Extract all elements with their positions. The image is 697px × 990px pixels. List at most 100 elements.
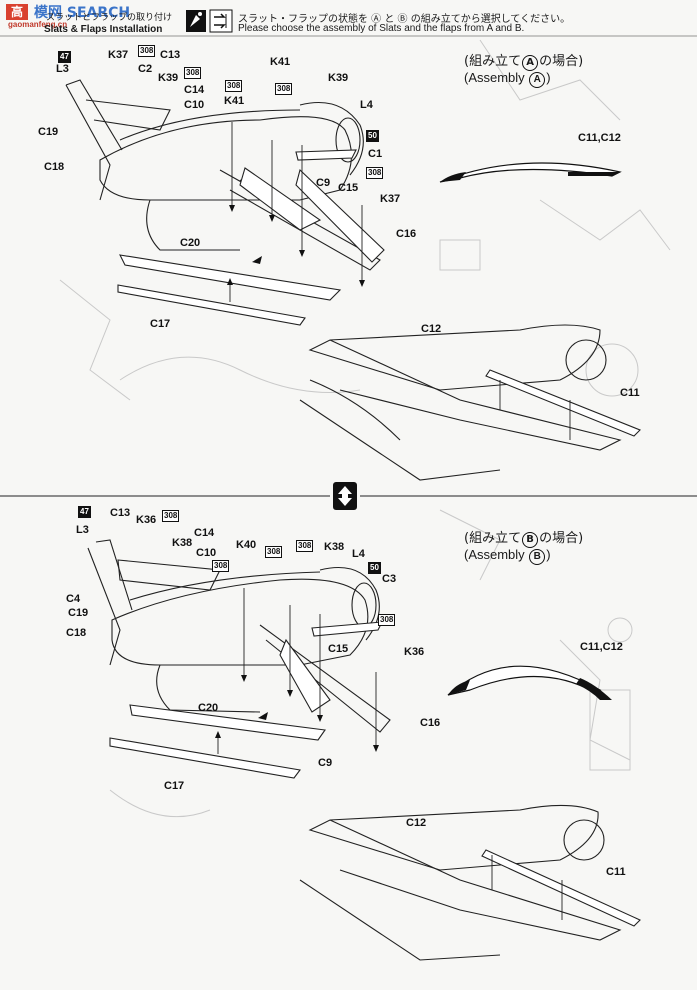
logo-brand: SEARCH <box>66 5 131 21</box>
arrows-top <box>227 205 365 287</box>
paint-code-308-b: 308 <box>184 67 202 79</box>
part-label-c15-top: C15 <box>338 182 359 194</box>
assembly-a-jp-prefix: (組み立て <box>464 54 522 69</box>
part-label-c19-bottom: C19 <box>68 607 89 619</box>
paint-code-50-bottom: 50 <box>368 562 381 574</box>
paint-code-308-g: 308 <box>212 560 230 572</box>
part-label-l4-bottom: L4 <box>352 548 365 560</box>
part-label-c13-bottom: C13 <box>110 507 131 519</box>
part-label-k37a-top: K37 <box>108 49 129 61</box>
part-label-c18-top: C18 <box>44 161 65 173</box>
part-label-k39a-top: K39 <box>158 72 179 84</box>
part-label-c1-top: C1 <box>368 148 383 160</box>
paint-code-308-f: 308 <box>162 510 180 522</box>
part-label-c11-bottom: C11 <box>606 866 626 878</box>
part-label-c16-top: C16 <box>396 228 417 240</box>
part-label-c17-top: C17 <box>150 318 171 330</box>
part-label-k38b-bottom: K38 <box>324 541 345 553</box>
paint-code-308-h: 308 <box>265 546 283 558</box>
part-label-c10-top: C10 <box>184 99 205 111</box>
part-label-c9-top: C9 <box>316 177 331 189</box>
part-label-c18-bottom: C18 <box>66 627 87 639</box>
aircraft-bottom <box>87 539 391 733</box>
part-label-k41b-top: K41 <box>270 56 291 68</box>
instruction-jp: スラット・フラップの状態を Ⓐ と Ⓑ の組み立てから選択してください。 <box>238 14 571 25</box>
part-label-k37b-top: K37 <box>380 193 401 205</box>
part-label-c14-bottom: C14 <box>194 527 215 539</box>
paint-code-47-bottom: 47 <box>78 506 91 518</box>
part-label-c10-bottom: C10 <box>196 547 217 559</box>
assembly-a-letter-en: A <box>529 72 546 88</box>
part-label-c11-top: C11 <box>620 387 640 399</box>
assembly-b-jp-prefix: (組み立て <box>464 531 522 546</box>
paint-code-308-d: 308 <box>275 83 293 95</box>
guide-lines-wing-top <box>499 380 571 440</box>
profile-b <box>447 665 612 700</box>
assembly-b-jp-suffix: の場合) <box>539 531 584 546</box>
guide-lines-top <box>229 122 363 302</box>
part-label-c3-bottom: C3 <box>382 573 397 585</box>
aircraft-top <box>65 79 381 271</box>
part-label-c12-bottom: C12 <box>406 817 427 829</box>
cement-icon <box>186 10 206 32</box>
part-label-c20-top: C20 <box>180 237 201 249</box>
parts-bottom <box>109 621 383 779</box>
part-label-k39b-top: K39 <box>328 72 349 84</box>
part-label-k38a-bottom: K38 <box>172 537 193 549</box>
logo-sub: gaomanfeng.cn <box>8 20 68 29</box>
assembly-a-en-suffix: ) <box>546 70 551 85</box>
section-title-en: Slats & Flaps Installation <box>44 24 163 35</box>
logo-text: 模网 <box>34 5 62 21</box>
part-label-c19-top: C19 <box>38 126 59 138</box>
part-label-k41a-top: K41 <box>224 95 245 107</box>
part-label-c13-top: C13 <box>160 49 181 61</box>
part-label-c16-bottom: C16 <box>420 717 441 729</box>
part-label-c12-top: C12 <box>421 323 442 335</box>
paint-code-50-top: 50 <box>366 130 379 142</box>
wing-bottom <box>299 804 641 961</box>
part-label-k40-bottom: K40 <box>236 539 257 551</box>
part-label-c20-bottom: C20 <box>198 702 219 714</box>
swap-arrow-icon <box>333 482 357 510</box>
guide-lines-bottom <box>217 588 377 754</box>
arrows-bottom <box>215 675 379 752</box>
section-title-jp: スラットとフラップの取り付け <box>46 13 173 23</box>
watermark-logo: 高 模网 SEARCH gaomanfeng.cn <box>0 0 160 34</box>
part-label-c14-top: C14 <box>184 84 205 96</box>
assembly-a-letter-jp: A <box>522 55 539 71</box>
profile-a-label: C11,C12 <box>578 132 621 144</box>
paint-code-308-c: 308 <box>225 80 243 92</box>
part-label-c15-bottom: C15 <box>328 643 349 655</box>
part-label-c2-top: C2 <box>138 63 153 75</box>
assembly-a-title-en: (Assembly A) <box>464 70 551 88</box>
assembly-a-en-prefix: (Assembly <box>464 70 529 85</box>
part-label-c9-bottom: C9 <box>318 757 333 769</box>
wing-top <box>299 324 641 481</box>
part-label-c17-bottom: C17 <box>164 780 185 792</box>
paint-code-308-j: 308 <box>378 614 396 626</box>
part-label-k36a-bottom: K36 <box>136 514 157 526</box>
background-sketch-top <box>59 39 671 401</box>
part-label-k36b-bottom: K36 <box>404 646 425 658</box>
guide-lines-wing-bottom <box>491 855 563 920</box>
profile-a <box>439 162 622 183</box>
logo-mark: 高 <box>6 4 28 20</box>
profile-b-label: C11,C12 <box>580 641 623 653</box>
assembly-b-en-prefix: (Assembly <box>464 547 529 562</box>
assembly-a-jp-suffix: の場合) <box>539 54 584 69</box>
part-label-l4-top: L4 <box>360 99 373 111</box>
assembly-b-title-en: (Assembly B) <box>464 547 551 565</box>
background-sketch-bottom <box>109 509 633 818</box>
paint-code-308-a: 308 <box>138 45 156 57</box>
part-label-l3-top: L3 <box>56 63 69 75</box>
choose-arrow-icon <box>209 9 233 33</box>
assembly-b-en-suffix: ) <box>546 547 551 562</box>
parts-top <box>117 149 385 326</box>
paint-code-47-top: 47 <box>58 51 71 63</box>
assembly-b-letter-jp: B <box>522 532 539 548</box>
part-label-l3-bottom: L3 <box>76 524 89 536</box>
